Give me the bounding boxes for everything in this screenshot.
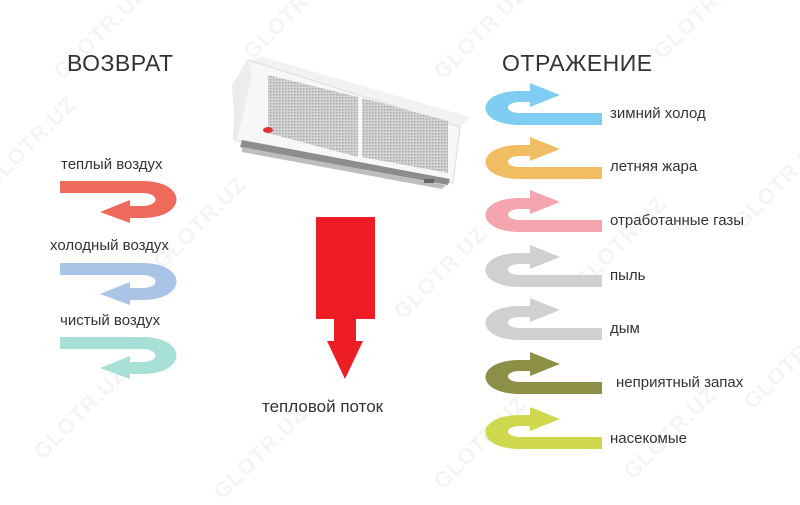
return-arrow-clean-icon [60, 337, 177, 379]
reflection-label-smoke: дым [610, 320, 640, 337]
return-arrow-cold-icon [60, 263, 177, 305]
return-label-cold: холодный воздух [50, 237, 169, 254]
reflection-arrow-dust-icon [485, 245, 602, 287]
reflection-arrow-insects-icon [485, 407, 602, 449]
return-title: ВОЗВРАТ [67, 50, 174, 76]
reflection-label-exhaust: отработанные газы [610, 212, 745, 229]
reflection-label-summer: летняя жара [610, 158, 698, 175]
reflection-title: ОТРАЖЕНИЕ [502, 50, 653, 76]
heat-flow-arrow-icon [316, 217, 375, 379]
watermark: GLOTR.UZ [648, 0, 752, 65]
watermark: GLOTR.UZ [738, 311, 800, 415]
reflection-arrow-exhaust-icon [485, 190, 602, 232]
air-curtain-device-icon [232, 57, 470, 189]
return-label-clean: чистый воздух [60, 312, 161, 329]
heat-flow-label: тепловой поток [262, 397, 384, 416]
reflection-arrow-winter-icon [485, 83, 602, 125]
reflection-label-winter: зимний холод [610, 105, 706, 122]
reflection-label-dust: пыль [610, 267, 646, 284]
reflection-arrow-smoke-icon [485, 298, 602, 340]
reflection-arrow-odor-icon [485, 352, 602, 394]
watermark: GLOTR.UZ [388, 221, 492, 325]
return-arrow-warm-icon [60, 181, 177, 223]
reflection-arrow-summer-icon [485, 137, 602, 179]
reflection-label-odor: неприятный запах [616, 374, 744, 391]
reflection-label-insects: насекомые [610, 430, 687, 447]
return-label-warm: теплый воздух [61, 156, 163, 173]
